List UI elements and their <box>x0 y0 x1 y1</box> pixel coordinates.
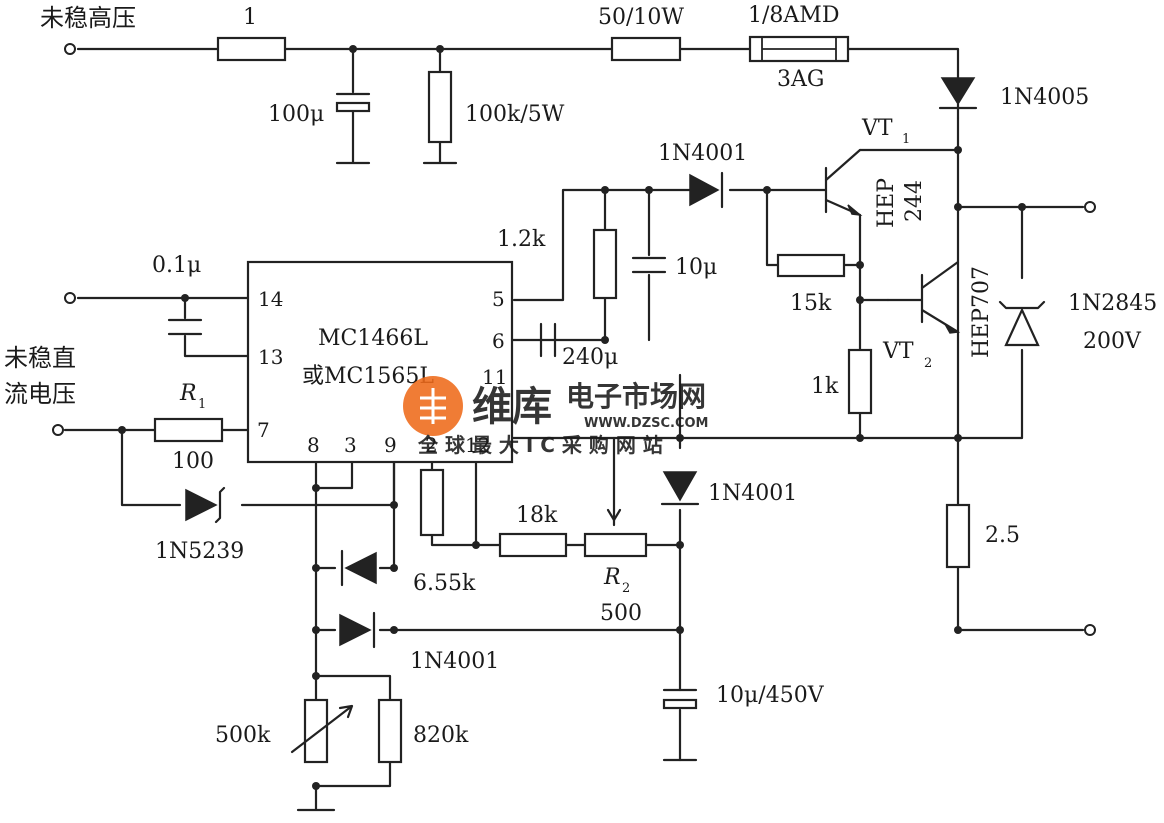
terminal-out-pos <box>1084 201 1096 213</box>
watermark-url: WWW.DZSC.COM <box>584 416 708 431</box>
label-pin8: 8 <box>307 433 320 457</box>
labels: 未稳高压 1 50/10W 1/8AMD 3AG 1N4005 100μ 100… <box>4 3 1157 748</box>
resistor-100k <box>427 70 453 144</box>
label-vt1: VT <box>861 116 893 141</box>
label-vt2-sub: 2 <box>924 356 932 371</box>
label-pin9: 9 <box>384 433 397 457</box>
label-vt2: VT <box>882 339 914 364</box>
label-18k: 18k <box>516 503 558 528</box>
label-in-dc1: 未稳直 <box>4 344 76 372</box>
terminal-out-neg <box>1084 624 1096 636</box>
label-pin14: 14 <box>258 287 283 311</box>
label-r1-val: 100 <box>172 449 214 474</box>
resistor-500k <box>303 698 329 764</box>
label-10u-450: 10μ/450V <box>716 683 825 708</box>
label-r2-sub: 2 <box>622 581 630 596</box>
label-r-1: 1 <box>243 5 257 30</box>
label-10u: 10μ <box>675 255 717 280</box>
junctions <box>118 45 1026 790</box>
label-vt1-sub: 1 <box>902 132 910 147</box>
label-hep707: HEP707 <box>969 266 994 358</box>
ic-body <box>246 260 514 464</box>
resistor-2-5 <box>945 503 971 569</box>
label-1n4005: 1N4005 <box>1000 85 1089 110</box>
transistors <box>824 148 961 334</box>
fuse-3ag <box>748 35 850 63</box>
watermark: 维库 电子市场网 WWW.DZSC.COM 全 球 最 大 I C 采 购 网 … <box>403 376 708 457</box>
resistor-820k <box>377 698 403 764</box>
label-in-dc2: 流电压 <box>4 380 76 408</box>
watermark-slogan: 全 球 最 大 I C 采 购 网 站 <box>417 433 663 457</box>
label-240u: 240μ <box>562 345 618 370</box>
label-r-50: 50/10W <box>598 5 684 30</box>
label-pin6: 6 <box>492 329 505 353</box>
label-pin12: 12 <box>465 433 490 457</box>
label-pin13: 13 <box>258 345 283 369</box>
resistor-1k <box>847 348 873 415</box>
label-pin2: 2 <box>425 433 438 457</box>
label-820k: 820k <box>413 723 469 748</box>
label-2-5: 2.5 <box>985 523 1020 548</box>
label-r1-sub: 1 <box>198 397 206 412</box>
watermark-brand: 维库 <box>472 384 552 430</box>
label-100u: 100μ <box>268 102 324 127</box>
label-1n2845: 1N2845 <box>1068 291 1157 316</box>
label-1n4001-mid: 1N4001 <box>708 481 797 506</box>
label-pin7: 7 <box>257 418 270 442</box>
label-1-2k: 1.2k <box>497 227 546 252</box>
terminal-high-in <box>64 43 76 55</box>
resistor-r2 <box>583 532 648 558</box>
resistor-50 <box>610 36 682 62</box>
label-vt1-num: 244 <box>902 180 927 222</box>
label-vt1-part: HEP <box>874 178 899 228</box>
label-01u: 0.1μ <box>152 253 201 278</box>
label-fuse-rating: 1/8AMD <box>748 3 839 28</box>
resistor-6-55k <box>419 468 445 537</box>
watermark-tagline: 电子市场网 <box>566 380 706 413</box>
label-1n5239: 1N5239 <box>155 539 244 564</box>
label-1n4001-bot: 1N4001 <box>410 649 499 674</box>
resistors <box>153 36 971 764</box>
label-15k: 15k <box>790 291 832 316</box>
label-pin3: 3 <box>344 433 357 457</box>
resistor-1-2k <box>592 228 618 300</box>
label-1n4001-top: 1N4001 <box>658 141 747 166</box>
capacitors <box>167 92 698 710</box>
label-ic-name1: MC1466L <box>318 326 428 351</box>
label-in-high: 未稳高压 <box>40 4 136 32</box>
variable-arrow <box>290 704 354 754</box>
resistor-18k <box>498 532 568 558</box>
label-200v: 200V <box>1083 329 1142 354</box>
label-fuse-type: 3AG <box>777 67 824 92</box>
label-1k: 1k <box>811 374 839 399</box>
label-r1: R <box>179 381 197 406</box>
r2-wiper-arrow <box>606 508 622 522</box>
label-500k: 500k <box>215 723 271 748</box>
resistor-15k <box>776 253 846 278</box>
terminal-14 <box>64 292 76 304</box>
label-r2: R <box>603 565 621 590</box>
label-r2-val: 500 <box>600 601 642 626</box>
terminals <box>52 43 1096 636</box>
label-100k: 100k/5W <box>465 102 565 127</box>
terminal-dc-in <box>52 424 64 436</box>
label-655k: 6.55k <box>413 571 476 596</box>
diodes <box>185 77 1046 649</box>
resistor-1 <box>216 36 287 62</box>
label-pin11: 11 <box>482 365 507 389</box>
resistor-r1 <box>153 417 224 443</box>
label-pin5: 5 <box>492 287 505 311</box>
